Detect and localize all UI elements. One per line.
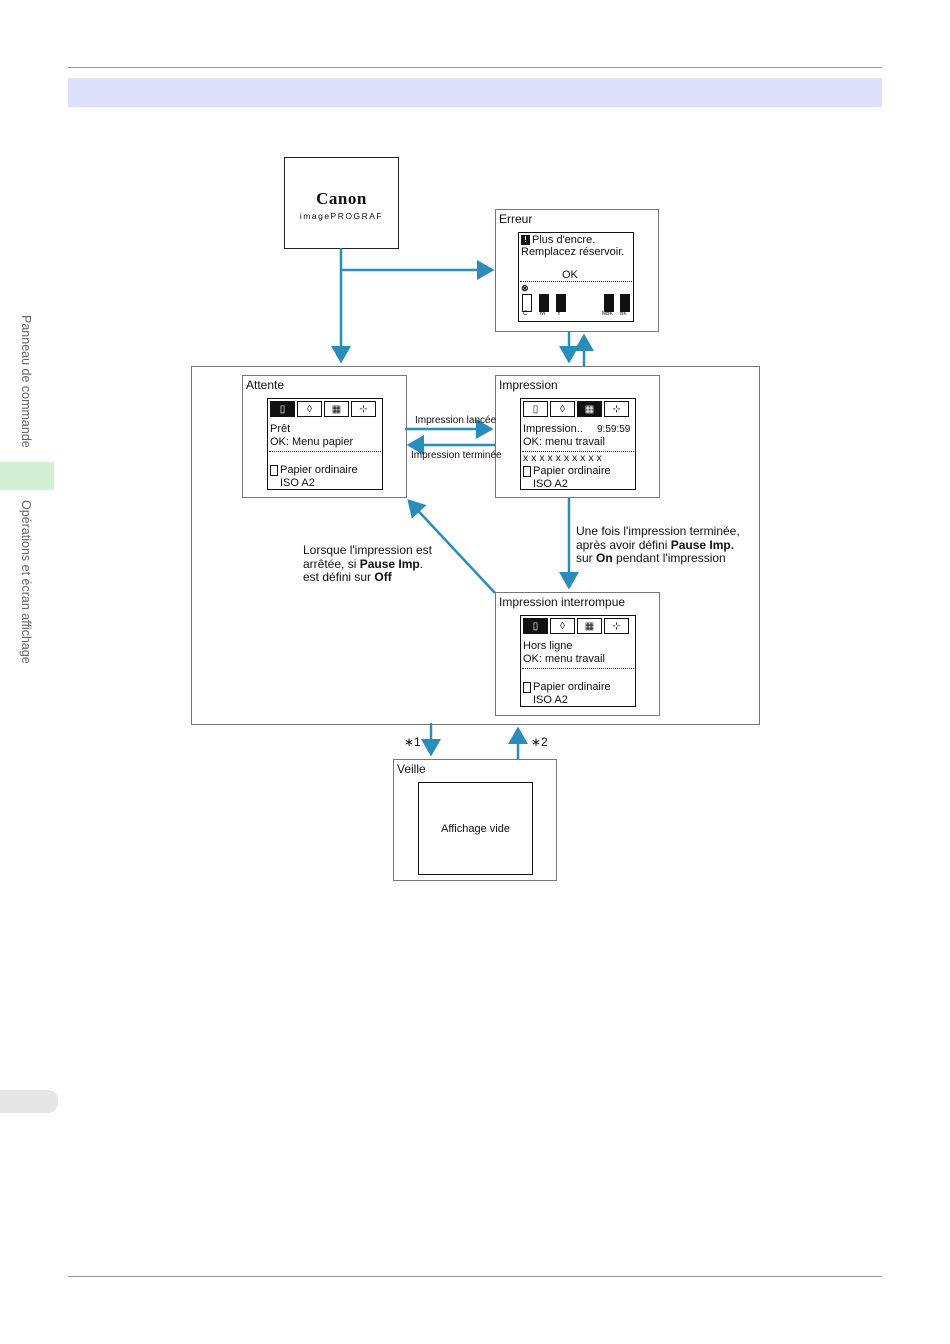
canon-logo: Canon xyxy=(316,189,367,208)
settings-tab-icon: ⊹ xyxy=(604,618,629,634)
label-print-finished: Impression terminée xyxy=(411,450,502,461)
interrompue-state: Impression interrompue ▯ ◊ ▦ ⊹ Hors lign… xyxy=(495,592,660,716)
ink-tank-y xyxy=(556,294,566,312)
ink-tank-c xyxy=(522,294,532,312)
impression-line3: x x x x x x x x x x xyxy=(523,452,602,464)
impression-lcd: ▯ ◊ ▦ ⊹ Impression.. 9:59:59 OK: menu tr… xyxy=(520,398,636,490)
note-left-line3b: Off xyxy=(374,570,392,584)
impression-line1: Impression.. xyxy=(523,423,583,435)
paper-tab-icon: ▯ xyxy=(523,401,548,417)
impression-state: Impression ▯ ◊ ▦ ⊹ Impression.. 9:59:59 … xyxy=(495,375,660,498)
veille-screen-text: Affichage vide xyxy=(441,822,510,835)
note-pause-on: Une fois l'impression terminée, après av… xyxy=(576,524,756,566)
ink-drop-tab-icon: ◊ xyxy=(550,618,575,634)
interrompue-line2: OK: menu travail xyxy=(523,653,605,665)
attente-lcd: ▯ ◊ ▦ ⊹ Prêt OK: Menu papier Papier ordi… xyxy=(267,398,383,490)
erreur-state: Erreur ! Plus d'encre. Remplacez réservo… xyxy=(495,209,659,332)
settings-tab-icon: ⊹ xyxy=(351,401,376,417)
paper-tab-icon: ▯ xyxy=(523,618,548,634)
page-tab xyxy=(0,1090,58,1113)
erreur-ok: OK xyxy=(562,269,578,281)
divider xyxy=(522,451,634,452)
ink-label-bk: BK xyxy=(620,311,627,317)
impression-paper: Papier ordinaire xyxy=(533,465,611,477)
active-states-frame xyxy=(191,366,760,725)
attente-state: Attente ▯ ◊ ▦ ⊹ Prêt OK: Menu papier Pap… xyxy=(242,375,407,498)
ink-label-mbk: MBK xyxy=(602,311,613,317)
ink-label-c: C xyxy=(523,311,528,317)
bottom-rule xyxy=(68,1276,882,1277)
attente-title: Attente xyxy=(246,378,285,392)
veille-state: Veille Affichage vide xyxy=(393,759,557,881)
ink-label-y: Y xyxy=(557,311,562,317)
note-right-line3a: sur xyxy=(576,551,597,565)
interrompue-paper: Papier ordinaire xyxy=(533,681,611,693)
settings-tab-icon: ⊹ xyxy=(604,401,629,417)
erreur-title: Erreur xyxy=(499,212,533,226)
lcd-tabs: ▯ ◊ ▦ ⊹ xyxy=(523,401,629,417)
divider xyxy=(269,451,381,452)
imageprograf-logo: imagePROGRAF xyxy=(299,211,384,221)
ink-drop-tab-icon: ◊ xyxy=(550,401,575,417)
header-band xyxy=(68,78,882,107)
ink-tank-mbk xyxy=(604,294,614,312)
impression-title: Impression xyxy=(499,378,558,392)
arrow-interrompue-to-attente xyxy=(407,499,496,594)
error-x-icon: ⊗ xyxy=(521,283,529,293)
note-right-line1: Une fois l'impression terminée, xyxy=(576,524,740,538)
top-rule xyxy=(68,67,882,68)
note-right-line3b: On xyxy=(596,551,613,565)
erreur-line2: Remplacez réservoir. xyxy=(521,246,625,258)
attente-line2: OK: Menu papier xyxy=(270,436,354,448)
impression-line2: OK: menu travail xyxy=(523,436,605,448)
note-ref-1: ∗1 xyxy=(404,735,421,749)
note-left-line2a: arrêtée, si xyxy=(303,556,360,571)
attente-paper: Papier ordinaire xyxy=(280,464,358,476)
ink-drop-tab-icon: ◊ xyxy=(297,401,322,417)
note-right-line3c: pendant l'impression xyxy=(612,551,726,565)
impression-size: ISO A2 xyxy=(533,478,568,490)
sidebar-highlight xyxy=(0,462,54,490)
ink-tank-m xyxy=(539,294,549,312)
divider xyxy=(522,668,634,669)
paper-icon xyxy=(270,465,278,476)
sidebar-section-operations[interactable]: Opérations et écran affichage xyxy=(19,500,33,664)
note-left-line1: Lorsque l'impression est xyxy=(303,543,433,557)
note-left-line2b: Pause Imp xyxy=(359,556,420,571)
paper-icon xyxy=(523,466,531,477)
paper-icon xyxy=(523,682,531,693)
interrompue-size: ISO A2 xyxy=(533,694,568,706)
erreur-line1: Plus d'encre. xyxy=(532,234,596,246)
job-tab-icon: ▦ xyxy=(577,401,602,417)
warning-icon: ! xyxy=(521,235,530,245)
erreur-lcd: ! Plus d'encre. Remplacez réservoir. OK … xyxy=(518,232,634,322)
attente-line1: Prêt xyxy=(270,423,291,435)
interrompue-title: Impression interrompue xyxy=(499,595,626,609)
divider xyxy=(520,281,632,282)
job-tab-icon: ▦ xyxy=(324,401,349,417)
note-left-line2c: . xyxy=(419,556,424,571)
note-right-line2a: après avoir défini xyxy=(576,537,671,552)
ink-label-m: M xyxy=(540,311,545,317)
printer-logo-box: Canon imagePROGRAF xyxy=(284,157,399,249)
note-left-line3a: est défini sur xyxy=(303,570,375,584)
lcd-tabs: ▯ ◊ ▦ ⊹ xyxy=(270,401,376,417)
lcd-tabs: ▯ ◊ ▦ ⊹ xyxy=(523,618,629,634)
impression-time: 9:59:59 xyxy=(597,424,631,435)
ink-tank-bk xyxy=(620,294,630,312)
interrompue-lcd: ▯ ◊ ▦ ⊹ Hors ligne OK: menu travail Papi… xyxy=(520,615,636,707)
job-tab-icon: ▦ xyxy=(577,618,602,634)
label-print-started: Impression lancée xyxy=(415,415,497,426)
note-pause-off: Lorsque l'impression est arrêtée, si Pau… xyxy=(303,543,453,585)
paper-tab-icon: ▯ xyxy=(270,401,295,417)
attente-size: ISO A2 xyxy=(280,477,315,489)
veille-screen: Affichage vide xyxy=(418,782,533,875)
sidebar-section-panneau[interactable]: Panneau de commande xyxy=(19,315,33,448)
veille-title: Veille xyxy=(397,762,426,776)
interrompue-line1: Hors ligne xyxy=(523,640,573,652)
note-ref-2: ∗2 xyxy=(531,735,548,749)
note-right-line2b: Pause Imp. xyxy=(670,537,735,552)
